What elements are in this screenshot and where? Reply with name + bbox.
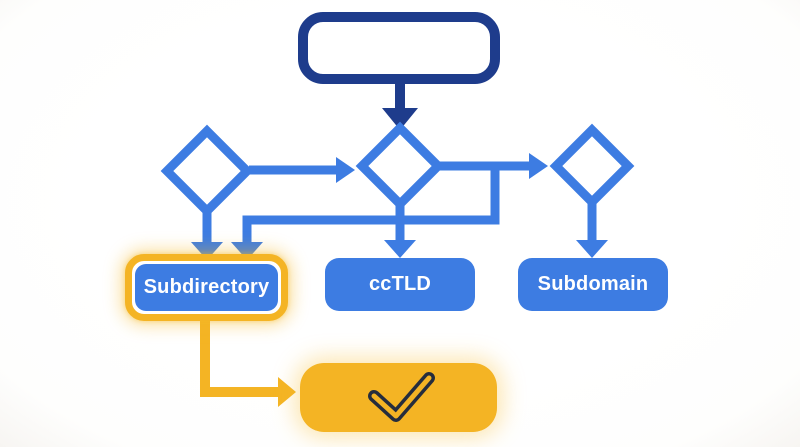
arrowhead-left-to-subdirectory [191,242,223,260]
node-subdirectory: Subdirectory [135,264,278,311]
arrowhead-yellow-to-result [278,377,296,407]
node-cctld: ccTLD [325,258,475,311]
node-subdomain-label: Subdomain [537,273,649,295]
decision-diamond-right [549,123,635,209]
decision-diamond-left [160,124,254,218]
node-subdirectory-highlight-ring: Subdirectory [125,254,288,321]
arrowhead-right-to-subdomain [576,240,608,258]
result-node-box [300,363,497,432]
node-cctld-label: ccTLD [368,273,432,295]
decision-diamond-center [355,121,445,211]
arrowhead-center-to-cctld [384,240,416,258]
node-subdomain: Subdomain [518,258,668,311]
arrowhead-left-to-center [336,157,355,183]
arrowhead-center-to-right [529,153,548,179]
arrowhead-start-to-center [382,108,418,130]
arrowhead-branch-to-subdirectory [231,242,263,260]
yellow-path-subdirectory-to-result [200,316,278,397]
node-subdirectory-label: Subdirectory [143,276,270,298]
checkmark-icon [368,372,435,422]
branch-line-loopback [242,166,500,244]
start-node-box [298,12,500,84]
